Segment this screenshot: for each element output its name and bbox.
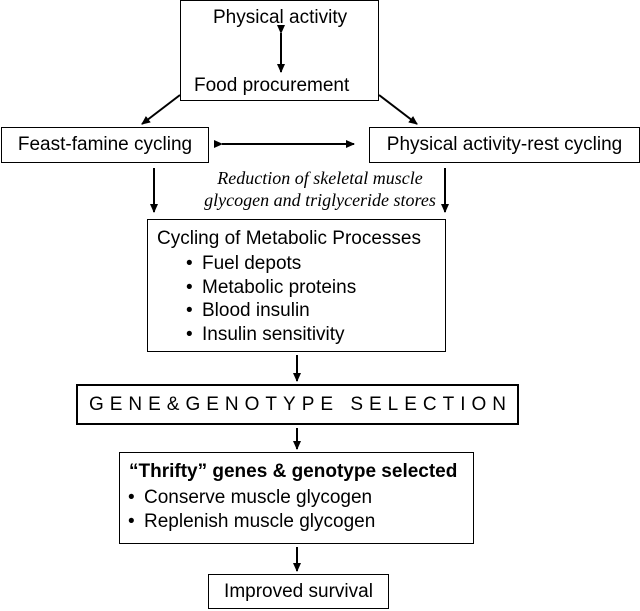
feast-famine-cycling-label: Feast-famine cycling <box>17 134 193 155</box>
list-item: Blood insulin <box>184 299 356 323</box>
physical-activity-rest-cycling-label: Physical activity-rest cycling <box>386 134 623 155</box>
gene-genotype-selection-label: GENE&GENOTYPE SELECTION <box>88 393 513 415</box>
list-item: Fuel depots <box>184 252 356 276</box>
reduction-note: Reduction of skeletal muscle glycogen an… <box>160 167 480 211</box>
cycling-box-list: Fuel depots Metabolic proteins Blood ins… <box>184 252 356 346</box>
improved-survival-label: Improved survival <box>224 580 373 602</box>
thrifty-genes-box: “Thrifty” genes & genotype selected Cons… <box>119 452 474 544</box>
physical-activity-rest-cycling-box: Physical activity-rest cycling <box>369 127 640 163</box>
arrow-top-to-activity-rest <box>378 94 418 125</box>
arrow-top-to-feast-famine <box>141 94 181 125</box>
thrifty-box-title: “Thrifty” genes & genotype selected <box>129 461 458 482</box>
gene-genotype-selection-box: GENE&GENOTYPE SELECTION <box>76 384 519 425</box>
thrifty-box-list: Conserve muscle glycogen Replenish muscl… <box>126 486 375 533</box>
list-item: Metabolic proteins <box>184 276 356 300</box>
cycling-box-title: Cycling of Metabolic Processes <box>157 228 421 249</box>
reduction-note-line-1: Reduction of skeletal muscle <box>217 168 423 188</box>
physical-activity-food-procurement-box: Physical activity Food procurement <box>180 0 379 101</box>
reduction-note-line-2: glycogen and triglyceride stores <box>204 190 436 210</box>
list-item: Conserve muscle glycogen <box>126 486 375 510</box>
list-item: Insulin sensitivity <box>184 323 356 347</box>
improved-survival-box: Improved survival <box>208 574 389 609</box>
list-item: Replenish muscle glycogen <box>126 510 375 534</box>
feast-famine-cycling-box: Feast-famine cycling <box>1 127 209 163</box>
food-procurement-label: Food procurement <box>194 75 350 96</box>
cycling-metabolic-processes-box: Cycling of Metabolic Processes Fuel depo… <box>147 219 446 352</box>
physical-activity-label: Physical activity <box>213 7 348 28</box>
